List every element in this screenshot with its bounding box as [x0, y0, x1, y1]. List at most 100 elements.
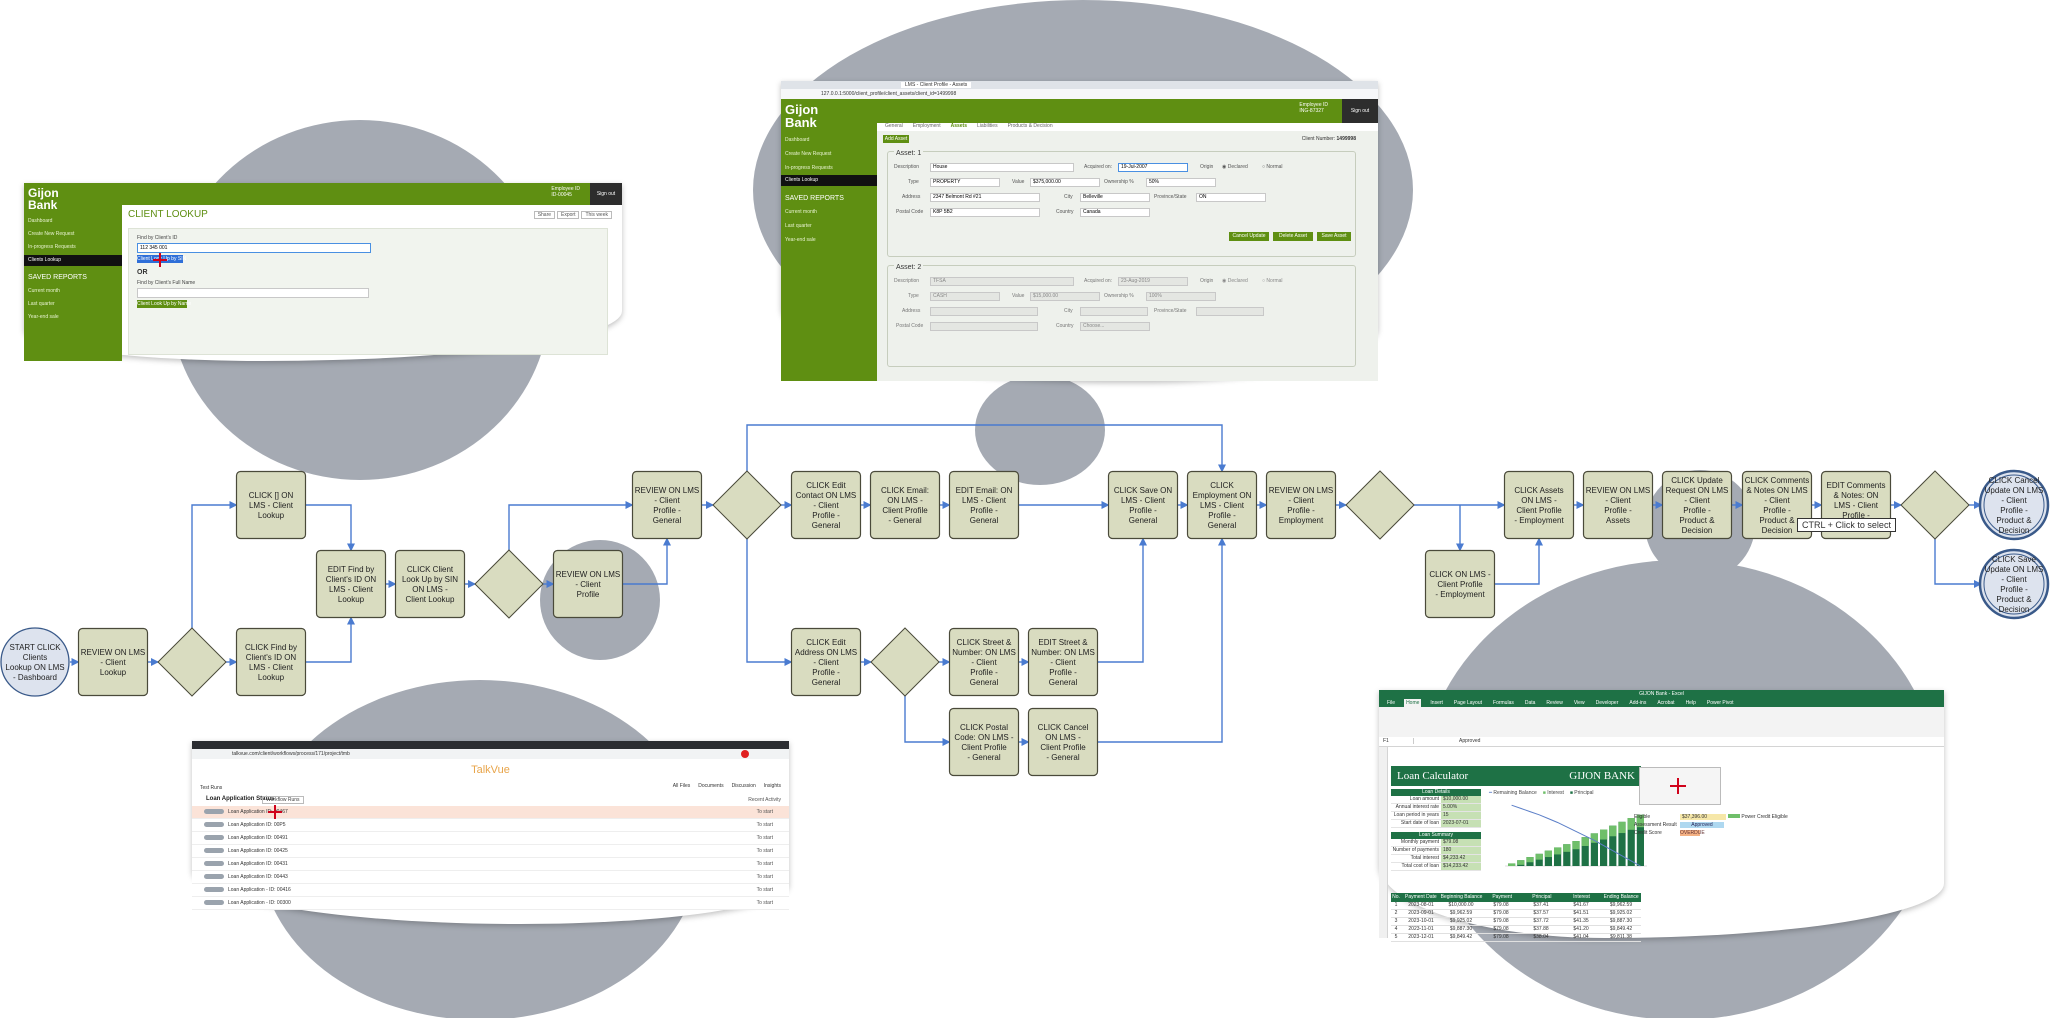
- browser-tab[interactable]: LMS - Client Profile - Assets: [901, 82, 972, 88]
- asset-1-city[interactable]: Belleville: [1080, 193, 1150, 202]
- saved-current-month[interactable]: Current month: [785, 209, 817, 215]
- share-button[interactable]: Share: [533, 211, 556, 219]
- origin-declared-radio[interactable]: ◉ Declared: [1222, 278, 1248, 284]
- delete-asset-button[interactable]: Delete Asset: [1273, 232, 1313, 241]
- asset-2-value[interactable]: $15,000.00: [1030, 292, 1100, 301]
- asset-2-description[interactable]: TFSA: [930, 277, 1074, 286]
- this-week-dropdown[interactable]: This week: [581, 211, 612, 219]
- tab-liabilities[interactable]: Liabilities: [977, 123, 998, 129]
- asset-2-acquired[interactable]: 23-Aug-2019: [1118, 277, 1188, 286]
- ribbon-tab[interactable]: File: [1387, 700, 1396, 706]
- ribbon-tab[interactable]: Review: [1546, 700, 1563, 706]
- asset-2-city[interactable]: [1080, 307, 1148, 316]
- origin-declared-radio[interactable]: ◉ Declared: [1222, 164, 1248, 170]
- asset-1-address[interactable]: 2347 Belmont Rd #21: [930, 193, 1040, 202]
- asset-1-type-select[interactable]: PROPERTY: [930, 178, 1000, 187]
- tab-products-decision[interactable]: Products & Decision: [1007, 123, 1053, 129]
- tab-assets[interactable]: Assets: [950, 123, 967, 129]
- asset-2-address[interactable]: [930, 307, 1038, 316]
- nav-create-request[interactable]: Create New Request: [785, 151, 832, 157]
- saved-last-quarter[interactable]: Last quarter: [785, 223, 812, 229]
- sign-out-button[interactable]: Sign out: [590, 183, 622, 205]
- discussion-button[interactable]: Discussion: [731, 783, 756, 789]
- lookup-by-name-button[interactable]: Client Look Up by Name: [137, 300, 192, 308]
- ribbon-tab[interactable]: Help: [1685, 700, 1696, 706]
- ribbon-tab[interactable]: Home: [1404, 699, 1422, 707]
- asset-2-type-select[interactable]: CASH: [930, 292, 1000, 301]
- insights-button[interactable]: Insights: [763, 783, 781, 789]
- ribbon-tab[interactable]: View: [1573, 700, 1585, 706]
- saved-year-end[interactable]: Year-end sale: [785, 237, 816, 243]
- add-asset-button[interactable]: Add Asset: [883, 135, 909, 143]
- client-id-input[interactable]: 112 345 001: [137, 243, 371, 253]
- nav-create-request[interactable]: Create New Request: [28, 231, 75, 237]
- client-name-input[interactable]: [137, 288, 369, 298]
- nav-clients-lookup[interactable]: Clients Lookup: [24, 255, 122, 266]
- cancel-update-button[interactable]: Cancel Update: [1229, 232, 1269, 241]
- asset-2-ownership[interactable]: 100%: [1146, 292, 1216, 301]
- save-asset-button[interactable]: Save Asset: [1317, 232, 1351, 241]
- ribbon-tab[interactable]: Formulas: [1493, 700, 1514, 706]
- asset-1-ownership[interactable]: 50%: [1146, 178, 1216, 187]
- ribbon-tab[interactable]: Insert: [1430, 700, 1443, 706]
- nav-clients-lookup[interactable]: Clients Lookup: [781, 175, 877, 186]
- filter-dropdown[interactable]: Workflow Runs: [262, 796, 304, 804]
- asset-1-value[interactable]: $375,000.00: [1030, 178, 1100, 187]
- asset-1-description[interactable]: House: [930, 163, 1074, 172]
- ribbon-tab[interactable]: Page Layout: [1453, 700, 1483, 706]
- ribbon-tab[interactable]: Add-ins: [1629, 700, 1647, 706]
- nav-in-progress[interactable]: In-progress Requests: [28, 244, 76, 250]
- asset-1-country-select[interactable]: Canada: [1080, 208, 1150, 217]
- saved-year-end[interactable]: Year-end sale: [28, 314, 59, 320]
- nav-dashboard[interactable]: Dashboard: [785, 137, 810, 143]
- url-text[interactable]: talkvue.com/client/workflows/process/171…: [232, 751, 350, 757]
- asset-1-province[interactable]: ON: [1196, 193, 1266, 202]
- breadcrumb[interactable]: Test Runs: [200, 785, 223, 791]
- asset-2-province[interactable]: [1196, 307, 1264, 316]
- all-files-button[interactable]: All Files: [672, 783, 691, 789]
- origin-normal-radio[interactable]: ○ Normal: [1262, 164, 1283, 170]
- asset-1-postal[interactable]: K8P 5B2: [930, 208, 1040, 217]
- ribbon-tab[interactable]: Acrobat: [1657, 700, 1675, 706]
- task-click-on-employment[interactable]: CLICK ON LMS -Client Profile- Employment: [1424, 549, 1496, 619]
- asset-2-country-select[interactable]: Choose...: [1080, 322, 1150, 331]
- ribbon-tab[interactable]: Developer: [1595, 700, 1619, 706]
- saved-last-quarter[interactable]: Last quarter: [28, 301, 55, 307]
- sign-out-button[interactable]: Sign out: [1342, 99, 1378, 123]
- sort-dropdown[interactable]: Recent Activity: [748, 797, 781, 803]
- task-click-email[interactable]: CLICK Email:ON LMS -Client Profile- Gene…: [869, 470, 941, 540]
- tab-employment[interactable]: Employment: [912, 123, 941, 129]
- asset-1-acquired[interactable]: 19-Jul-2007: [1118, 163, 1188, 172]
- url-text[interactable]: 127.0.0.1:5000/client_profile/client_ass…: [821, 91, 957, 97]
